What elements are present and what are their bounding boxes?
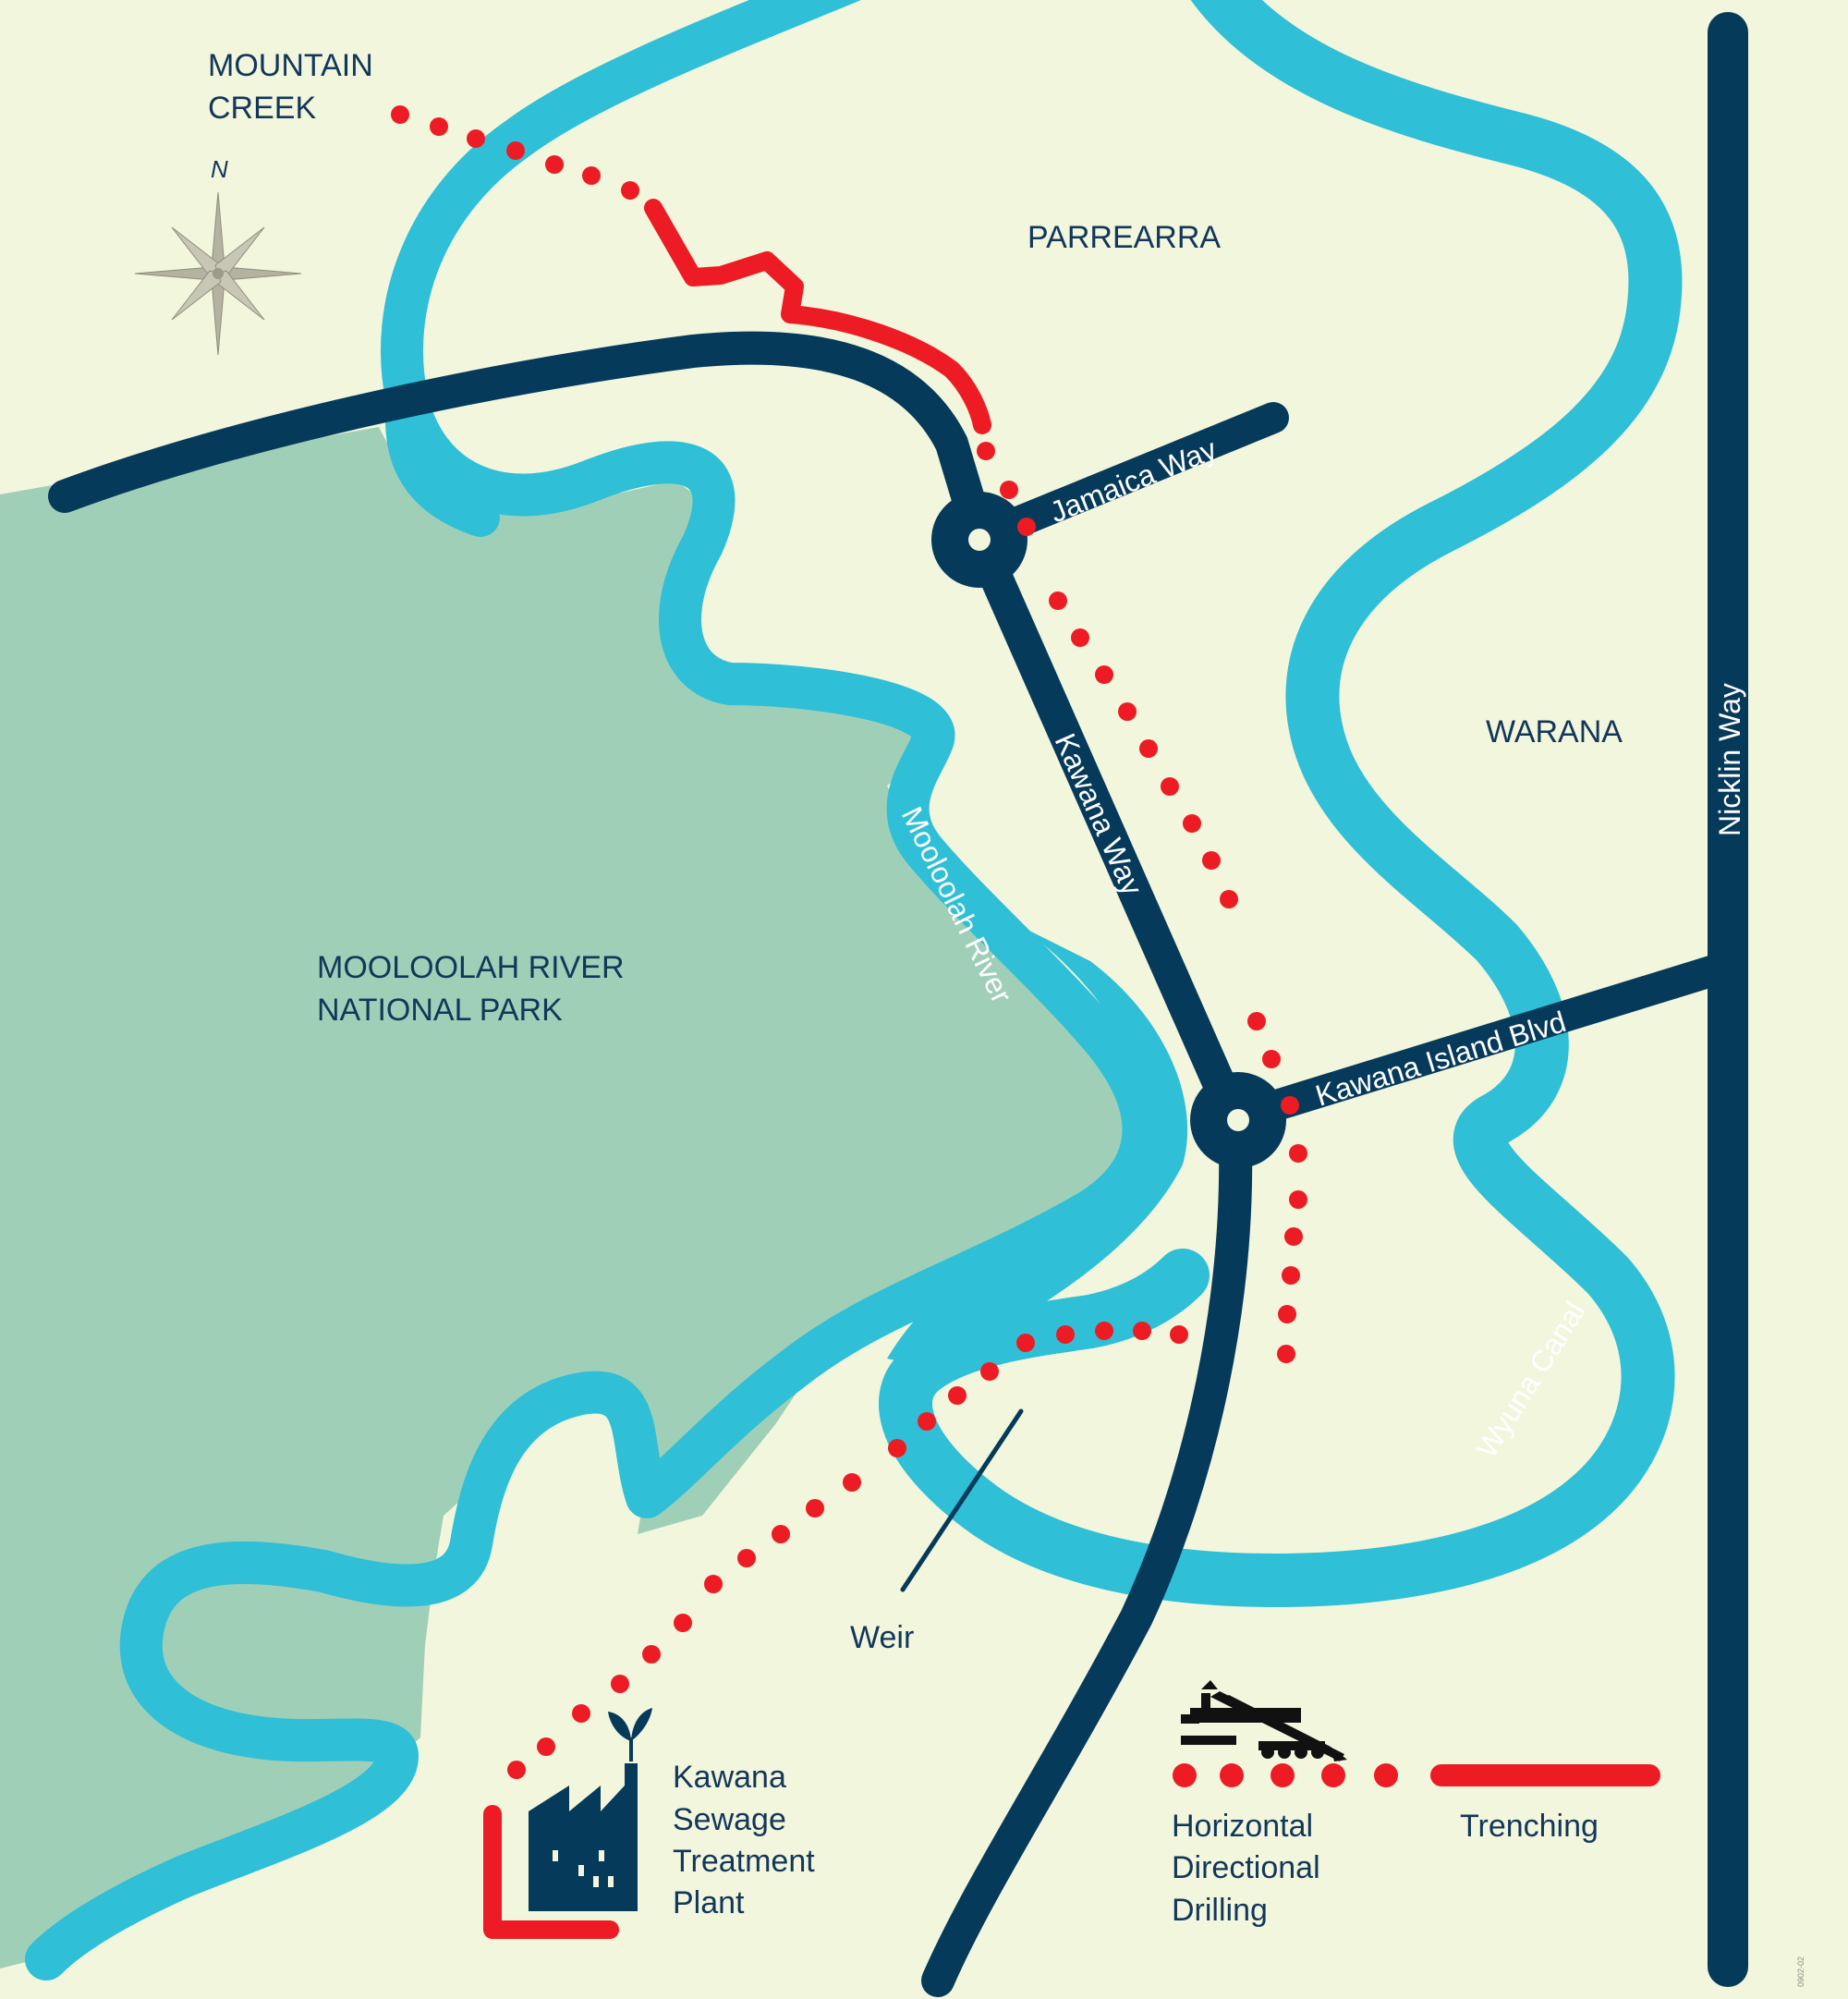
legend-hdd-dot xyxy=(1321,1763,1345,1787)
compass-north-label: N xyxy=(211,155,228,183)
hdd-dot xyxy=(611,1675,629,1693)
compass-rose-icon xyxy=(134,191,302,356)
road-upper-arterial xyxy=(48,331,996,553)
hdd-dot xyxy=(582,166,601,185)
hdd-dot xyxy=(772,1525,790,1543)
hdd-dot xyxy=(506,141,525,160)
legend-hdd-label: Horizontal Directional Drilling xyxy=(1172,1809,1329,1928)
hdd-dot xyxy=(391,105,409,124)
hdd-dot xyxy=(1017,518,1036,536)
legend-hdd-dot xyxy=(1220,1763,1244,1787)
trenching-route-plant xyxy=(483,1805,619,1939)
hdd-dot xyxy=(1016,1334,1035,1352)
hdd-dot xyxy=(980,1362,999,1381)
weir-line xyxy=(900,1408,1024,1592)
place-label-parrearra: PARREARRA xyxy=(1027,220,1221,255)
hdd-dot xyxy=(1284,1227,1303,1246)
hdd-route xyxy=(391,105,1307,1779)
legend-hdd-dot xyxy=(1374,1763,1398,1787)
hdd-dot xyxy=(977,442,995,460)
hdd-dot xyxy=(737,1549,756,1567)
hdd-dot xyxy=(621,181,639,200)
hdd-dot xyxy=(430,117,448,136)
hdd-dot xyxy=(843,1473,861,1492)
hdd-dot xyxy=(1281,1096,1299,1115)
hdd-dot xyxy=(1161,777,1179,796)
legend-hdd-dot xyxy=(1270,1763,1295,1787)
hdd-dot xyxy=(1202,851,1221,870)
hdd-dot xyxy=(1118,702,1137,721)
hdd-dot xyxy=(918,1412,936,1431)
road-label-nicklin-way: Nicklin Way xyxy=(1713,683,1746,836)
hdd-dot xyxy=(572,1704,590,1723)
legend-hdd-dot xyxy=(1173,1763,1197,1787)
hdd-dot xyxy=(1278,1305,1296,1323)
roundabout-jamaica-way-centre xyxy=(968,529,991,551)
hdd-dot xyxy=(674,1614,692,1632)
hdd-dot xyxy=(1289,1144,1307,1163)
factory-icon xyxy=(529,1708,652,1911)
hdd-dot xyxy=(537,1737,555,1756)
hdd-dot xyxy=(1056,1325,1075,1344)
hdd-dot xyxy=(1247,1012,1266,1030)
hdd-dot xyxy=(1277,1345,1295,1363)
wyuna-canal xyxy=(879,0,1683,1607)
place-label-warana: WARANA xyxy=(1486,714,1623,750)
document-code: 0902-02 xyxy=(1796,1956,1805,1987)
legend-trenching-label: Trenching xyxy=(1460,1809,1599,1844)
mooloolah-river-bend xyxy=(887,924,1188,1362)
hdd-dot xyxy=(1095,1322,1113,1340)
hdd-dot xyxy=(888,1439,906,1457)
road-kawana-way xyxy=(921,523,1253,1997)
hdd-dot xyxy=(1095,665,1113,684)
hdd-dot xyxy=(1282,1266,1300,1285)
hdd-dot xyxy=(545,155,564,174)
road-kawana-island-blvd xyxy=(1219,955,1730,1134)
hdd-dot xyxy=(1289,1190,1307,1209)
legend: Horizontal Directional Drilling Trenchin… xyxy=(1172,1763,1660,1928)
hdd-dot xyxy=(948,1386,967,1405)
hdd-dot xyxy=(1049,591,1067,610)
hdd-dot xyxy=(1133,1322,1151,1340)
hdd-dot xyxy=(1220,890,1238,908)
roads xyxy=(48,12,1748,1997)
place-label-national-park: MOOLOOLAH RIVER NATIONAL PARK xyxy=(317,950,633,1028)
plant-label: Kawana Sewage Treatment Plant xyxy=(673,1760,823,1920)
hdd-dot xyxy=(467,129,485,148)
weir-label: Weir xyxy=(850,1620,914,1655)
hdd-dot xyxy=(1139,739,1158,758)
place-label-mountain-creek: MOUNTAIN CREEK xyxy=(208,48,382,126)
hdd-dot xyxy=(642,1645,661,1664)
mooloolah-river-upper xyxy=(385,378,500,537)
hdd-dot xyxy=(1183,814,1201,833)
hdd-dot xyxy=(1000,481,1018,499)
hdd-dot xyxy=(1262,1050,1281,1068)
hdd-dot xyxy=(704,1575,723,1593)
trenching-route-north xyxy=(644,199,991,434)
drill-rig-icon xyxy=(1181,1680,1347,1761)
hdd-dot xyxy=(1071,628,1089,647)
hdd-dot xyxy=(507,1761,526,1779)
legend-hdd-swatch xyxy=(1173,1763,1398,1787)
hdd-dot xyxy=(806,1499,824,1518)
hdd-dot xyxy=(1170,1325,1188,1344)
roundabout-kawana-island-blvd-centre xyxy=(1227,1109,1249,1131)
